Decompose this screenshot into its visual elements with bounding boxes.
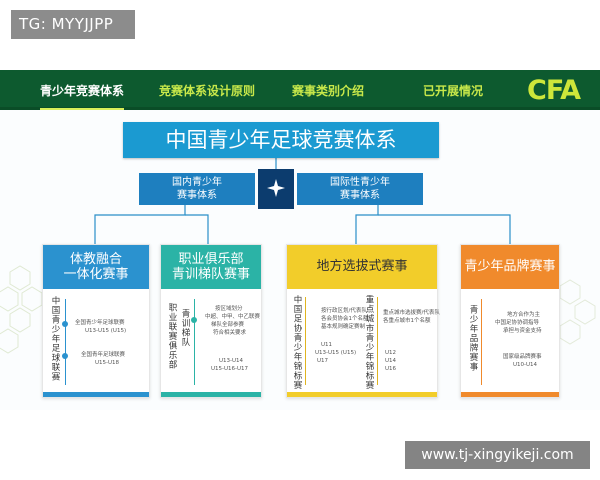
card2-header: 职业俱乐部 青训梯队赛事 xyxy=(161,245,261,289)
card3-note-left2: 各会员协会1个名额 xyxy=(321,316,369,322)
card1-title-line2: 一体化赛事 xyxy=(63,267,129,282)
card2-note2: 中超、中甲、中乙联赛 xyxy=(205,314,261,320)
card4-note2: 中国足协协调指导 xyxy=(495,320,540,326)
card4-footer xyxy=(461,392,559,397)
nav-item-category-intro[interactable]: 赛事类别介绍 xyxy=(292,84,365,98)
card1-bullet1: 全国青少年足球联赛 xyxy=(75,320,125,326)
card3-note-right2: 各重点城市1个名额 xyxy=(383,318,431,324)
card4-header: 青少年品牌赛事 xyxy=(461,245,559,289)
card4-sub2: U10-U14 xyxy=(513,362,538,368)
card-integration-events: 体教融合 一体化赛事 中国青少年足球联赛 全国青少年足球联赛 U13-U15 (… xyxy=(42,244,150,398)
card4-note1: 地方合作为主 xyxy=(507,312,541,318)
nav-item-youth-competition-system[interactable]: 青少年竞赛体系 xyxy=(40,84,125,111)
card2-footer xyxy=(161,392,261,397)
branch-intl-line2: 赛事体系 xyxy=(340,190,380,201)
branch-domestic-line2: 赛事体系 xyxy=(177,190,217,201)
card2-note4: 符合相关要求 xyxy=(213,330,247,336)
card2-vertical-label2: 青训梯队 xyxy=(180,309,190,347)
card3-sub-left2: U13-U15 (U15) xyxy=(315,350,357,356)
card4-sub1: 国家级品牌赛事 xyxy=(503,354,542,360)
card2-dot xyxy=(191,317,197,323)
card2-sub2: U15-U16-U17 xyxy=(211,366,249,372)
card3-sub-right1: U12 xyxy=(385,350,397,356)
card3-vertical-label-right: 重点城市青少年锦标赛 xyxy=(364,295,374,390)
card3-note-left3: 基本规则确定赛制 xyxy=(321,324,366,330)
card3-timeline-left xyxy=(305,297,306,385)
card-brand-events: 青少年品牌赛事 青少年品牌赛事 地方合作为主 中国足协协调指导 承担与资金支持 … xyxy=(460,244,560,398)
card1-header: 体教融合 一体化赛事 xyxy=(43,245,149,289)
card1-bullet1-sub: U13-U15 (U15) xyxy=(85,328,127,334)
nav-item-design-principles[interactable]: 竞赛体系设计原则 xyxy=(159,84,256,98)
top-nav-bar: 青少年竞赛体系 竞赛体系设计原则 赛事类别介绍 已开展情况 CFA xyxy=(0,70,600,111)
card2-timeline xyxy=(194,299,195,385)
branch-domestic-line1: 国内青少年 xyxy=(172,177,222,188)
card4-note3: 承担与资金支持 xyxy=(503,328,542,334)
card3-footer xyxy=(287,392,437,397)
watermark-bottom-right: www.tj-xingyikeji.com xyxy=(405,441,590,469)
card3-note-right1: 重点城市选拔赛/代表队 xyxy=(383,310,440,316)
card3-sub-left1: U11 xyxy=(321,342,333,348)
card2-vertical-label: 职业联赛俱乐部 xyxy=(167,303,177,370)
branch-international: 国际性青少年 赛事体系 xyxy=(297,173,423,205)
watermark-top-left: TG: MYYJJPP xyxy=(11,10,135,39)
card2-note1: 按区域划分 xyxy=(215,306,243,312)
card3-title: 地方选拔式赛事 xyxy=(316,259,408,274)
card-regional-selection-events: 地方选拔式赛事 中国足协青少年锦标赛 按行政区划/代表队 各会员协会1个名额 基… xyxy=(286,244,440,398)
cfa-logo: CFA xyxy=(527,75,581,106)
diagram-title: 中国青少年足球竞赛体系 xyxy=(123,122,439,158)
nav-item-progress[interactable]: 已开展情况 xyxy=(423,84,484,98)
card3-vertical-label-left: 中国足协青少年锦标赛 xyxy=(292,295,302,390)
card3-sub-left3: U17 xyxy=(317,358,329,364)
card1-title-line1: 体教融合 xyxy=(69,252,122,267)
card3-header: 地方选拔式赛事 xyxy=(287,245,437,289)
card1-bullet2: 全国青年足球联赛 xyxy=(81,352,126,358)
card-club-youth-events: 职业俱乐部 青训梯队赛事 职业联赛俱乐部 青训梯队 按区域划分 中超、中甲、中乙… xyxy=(160,244,262,398)
card4-vertical-label: 青少年品牌赛事 xyxy=(468,305,478,372)
card2-title-line1: 职业俱乐部 xyxy=(178,252,244,267)
card1-bullet2-sub: U15-U18 xyxy=(95,360,120,366)
card1-vertical-label: 中国青少年足球联赛 xyxy=(50,296,60,382)
card2-note3: 梯队全部参赛 xyxy=(211,322,245,328)
card1-dot xyxy=(62,321,68,327)
card3-sub-right2: U14 xyxy=(385,358,397,364)
branch-domestic: 国内青少年 赛事体系 xyxy=(139,173,255,205)
card4-title: 青少年品牌赛事 xyxy=(464,259,556,274)
card1-dot xyxy=(62,353,68,359)
card2-title-line2: 青训梯队赛事 xyxy=(171,267,250,282)
card1-timeline xyxy=(65,299,66,385)
sparkle-icon xyxy=(267,179,285,197)
card1-footer xyxy=(43,392,149,397)
card3-note-left1: 按行政区划/代表队 xyxy=(321,308,367,314)
card2-sub1: U13-U14 xyxy=(219,358,244,364)
card3-timeline-right xyxy=(377,297,378,385)
branch-intl-line1: 国际性青少年 xyxy=(330,177,390,188)
card3-sub-right3: U16 xyxy=(385,366,397,372)
card4-timeline xyxy=(481,299,482,385)
